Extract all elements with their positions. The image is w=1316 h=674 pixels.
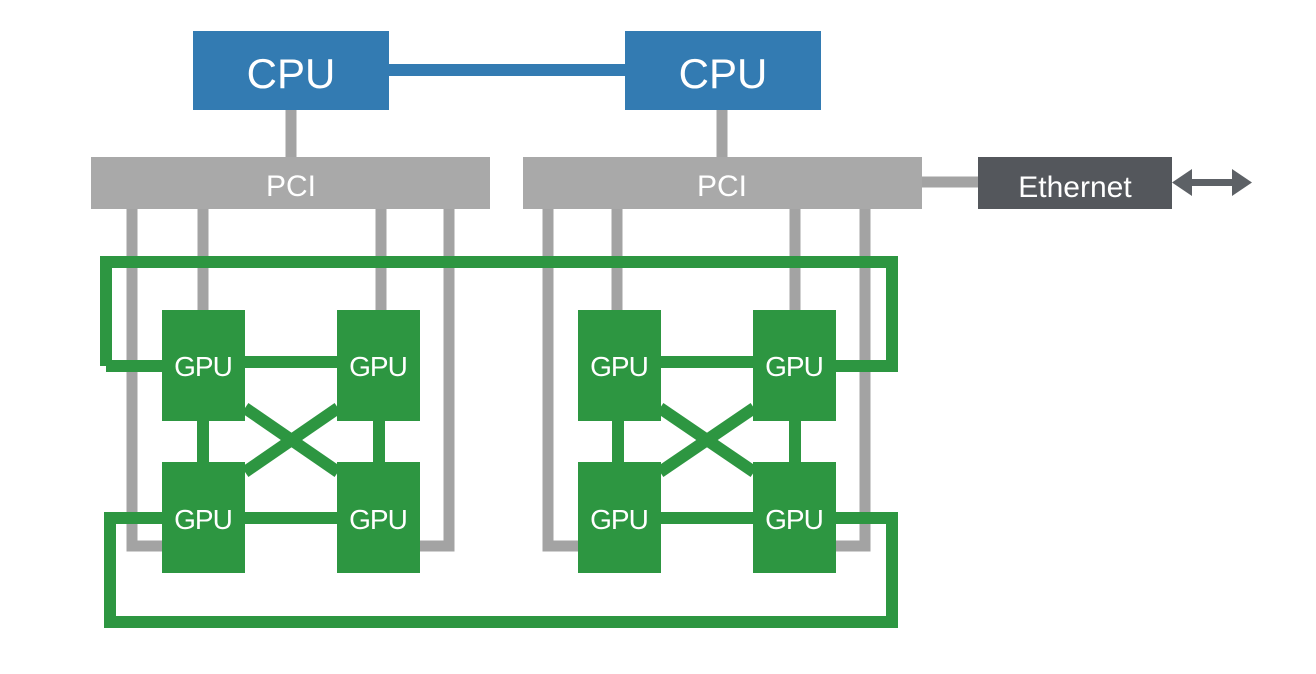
pci1-gpu6-link: [420, 206, 455, 552]
gpu-label-7: GPU: [590, 504, 648, 535]
gpu-node-1: GPU: [162, 310, 245, 421]
pci1-gpu5-link: [126, 206, 165, 552]
ethernet-node: Ethernet: [978, 157, 1172, 209]
double-arrow-icon: [1172, 169, 1252, 196]
gpu-label-1: GPU: [174, 351, 232, 382]
cpu-label-1: CPU: [247, 50, 336, 97]
gpu-node-3: GPU: [578, 310, 661, 421]
nvlink-links: [100, 256, 898, 628]
gpu-node-4: GPU: [753, 310, 836, 421]
gpu-node-2: GPU: [337, 310, 420, 421]
pci-label-1: PCI: [266, 170, 316, 203]
gpu-label-6: GPU: [349, 504, 407, 535]
gpu-label-4: GPU: [765, 351, 823, 382]
pci-bus-1: PCI: [91, 157, 490, 209]
pci-label-2: PCI: [697, 170, 747, 203]
gpu-label-2: GPU: [349, 351, 407, 382]
nvlink-gpu2-gpu5: [241, 403, 342, 477]
gpu-node-7: GPU: [578, 462, 661, 573]
gpu-label-3: GPU: [590, 351, 648, 382]
pci2-gpu8-link: [836, 206, 871, 552]
pci2-gpu7-link: [542, 206, 581, 552]
pci-bus-2: PCI: [523, 157, 922, 209]
gpu-label-8: GPU: [765, 504, 823, 535]
gpu-node-5: GPU: [162, 462, 245, 573]
cpu-label-2: CPU: [679, 50, 768, 97]
cpu-node-2: CPU: [625, 31, 821, 110]
ethernet-label: Ethernet: [1018, 171, 1132, 204]
nvlink-gpu4-gpu7: [656, 403, 758, 477]
gpu-label-5: GPU: [174, 504, 232, 535]
nvlink-top-loop: [100, 256, 898, 372]
nvlink-bottom-loop: [104, 512, 898, 628]
gpu-node-8: GPU: [753, 462, 836, 573]
gpu-node-6: GPU: [337, 462, 420, 573]
cpu-node-1: CPU: [193, 31, 389, 110]
